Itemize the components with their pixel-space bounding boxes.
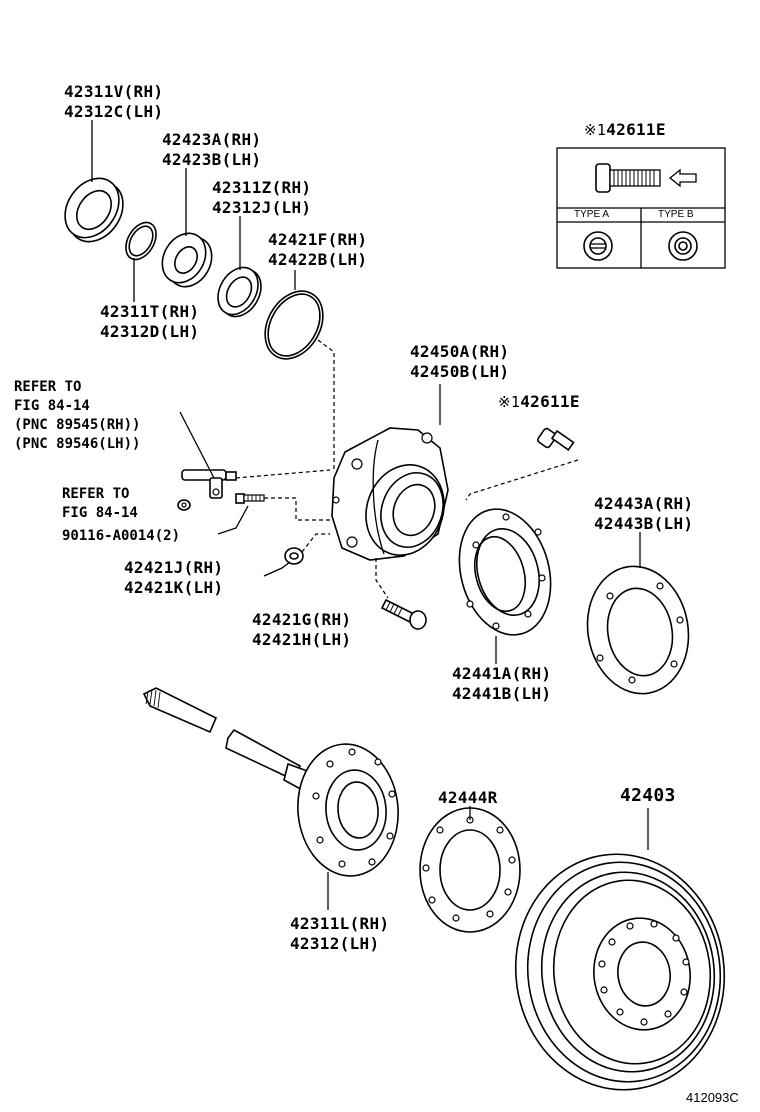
callout-line: 42441B(LH): [452, 684, 552, 703]
bearing-part: [161, 232, 213, 288]
callout-collar[interactable]: 42311Z(RH) 42312J(LH): [212, 178, 311, 218]
callout-line: 42450A(RH): [410, 342, 510, 361]
callout-line: 42312(LH): [290, 934, 380, 953]
callout-line: (PNC 89546(LH)): [14, 436, 141, 452]
callout-refer-sensor[interactable]: REFER TO FIG 84-14 (PNC 89545(RH)) (PNC …: [14, 378, 140, 454]
callout-line: 42421G(RH): [252, 610, 352, 629]
callout-line: 42443A(RH): [594, 494, 694, 513]
callout-refer-nut[interactable]: REFER TO FIG 84-14: [62, 485, 138, 523]
callout-line: 42444R: [438, 788, 498, 807]
illustration-code: 412093C: [686, 1090, 739, 1105]
callout-bearing[interactable]: 42423A(RH) 42423B(LH): [162, 130, 261, 170]
callout-o-ring[interactable]: 42421F(RH) 42422B(LH): [268, 230, 367, 270]
callout-hub-bolt[interactable]: ※142611E: [498, 392, 580, 412]
callout-line: 42421F(RH): [268, 230, 368, 249]
callout-line: 42421K(LH): [124, 578, 224, 597]
callout-line: 42423B(LH): [162, 150, 262, 169]
snap-ring-part: [125, 221, 157, 261]
callout-line: 42312D(LH): [100, 322, 200, 341]
inset-title-text: 42611E: [606, 120, 666, 139]
note-mark: ※1: [498, 393, 521, 411]
gasket-part: [586, 565, 690, 695]
sensor-nut-part: [177, 499, 191, 511]
callout-line: 42443B(LH): [594, 514, 694, 533]
note-mark: ※1: [584, 121, 607, 139]
inset-type-b-label: TYPE B: [658, 209, 694, 220]
sensor-part: [181, 469, 237, 499]
inset-type-a-label: TYPE A: [574, 209, 610, 220]
o-ring-part: [264, 290, 324, 360]
inset-title: ※142611E: [584, 120, 666, 140]
callout-line: 42450B(LH): [410, 362, 510, 381]
callout-line: 42421J(RH): [124, 558, 224, 577]
callout-hub-housing[interactable]: 42450A(RH) 42450B(LH): [410, 342, 509, 382]
spacer-part: [419, 807, 521, 933]
callout-line: 42311T(RH): [100, 302, 200, 321]
hub-bolt-part: [537, 427, 575, 451]
oil-seal-part: [64, 177, 124, 243]
callout-stud[interactable]: 42421G(RH) 42421H(LH): [252, 610, 351, 650]
callout-gasket[interactable]: 42443A(RH) 42443B(LH): [594, 494, 693, 534]
callout-line: REFER TO: [14, 379, 82, 395]
callout-line: 42311Z(RH): [212, 178, 312, 197]
callout-line: 42611E: [520, 392, 580, 411]
callout-line: FIG 84-14: [62, 505, 138, 521]
callout-nut[interactable]: 42421J(RH) 42421K(LH): [124, 558, 223, 598]
hub-stud-part: [380, 598, 427, 630]
collar-part: [217, 266, 262, 318]
callout-line: 42421H(LH): [252, 630, 352, 649]
hub-bolt-inset: [556, 147, 726, 269]
callout-line: 42311L(RH): [290, 914, 390, 933]
brake-drum-part: [514, 853, 726, 1091]
callout-line: FIG 84-14: [14, 398, 90, 414]
callout-oil-seal[interactable]: 42311V(RH) 42312C(LH): [64, 82, 163, 122]
callout-line: 42403: [620, 785, 676, 806]
callout-line: 42441A(RH): [452, 664, 552, 683]
callout-dust-cover[interactable]: 42441A(RH) 42441B(LH): [452, 664, 551, 704]
hub-nut-part: [284, 547, 304, 565]
dust-cover-part: [458, 508, 552, 636]
hub-housing-part: [331, 427, 449, 561]
callout-spacer[interactable]: 42444R: [438, 788, 498, 808]
callout-line: 42311V(RH): [64, 82, 164, 101]
callout-line: 42312J(LH): [212, 198, 312, 217]
axle-shaft-part: [142, 687, 399, 877]
callout-line: REFER TO: [62, 486, 130, 502]
callout-line: 90116-A0014(2): [62, 528, 181, 544]
sensor-bolt-part: [235, 493, 265, 504]
callout-snap-ring[interactable]: 42311T(RH) 42312D(LH): [100, 302, 199, 342]
callout-drum[interactable]: 42403: [620, 786, 676, 806]
callout-line: 42422B(LH): [268, 250, 368, 269]
callout-axle-shaft[interactable]: 42311L(RH) 42312(LH): [290, 914, 389, 954]
callout-line: (PNC 89545(RH)): [14, 417, 141, 433]
callout-line: 42312C(LH): [64, 102, 164, 121]
callout-line: 42423A(RH): [162, 130, 262, 149]
callout-bolt[interactable]: 90116-A0014(2): [62, 527, 180, 546]
